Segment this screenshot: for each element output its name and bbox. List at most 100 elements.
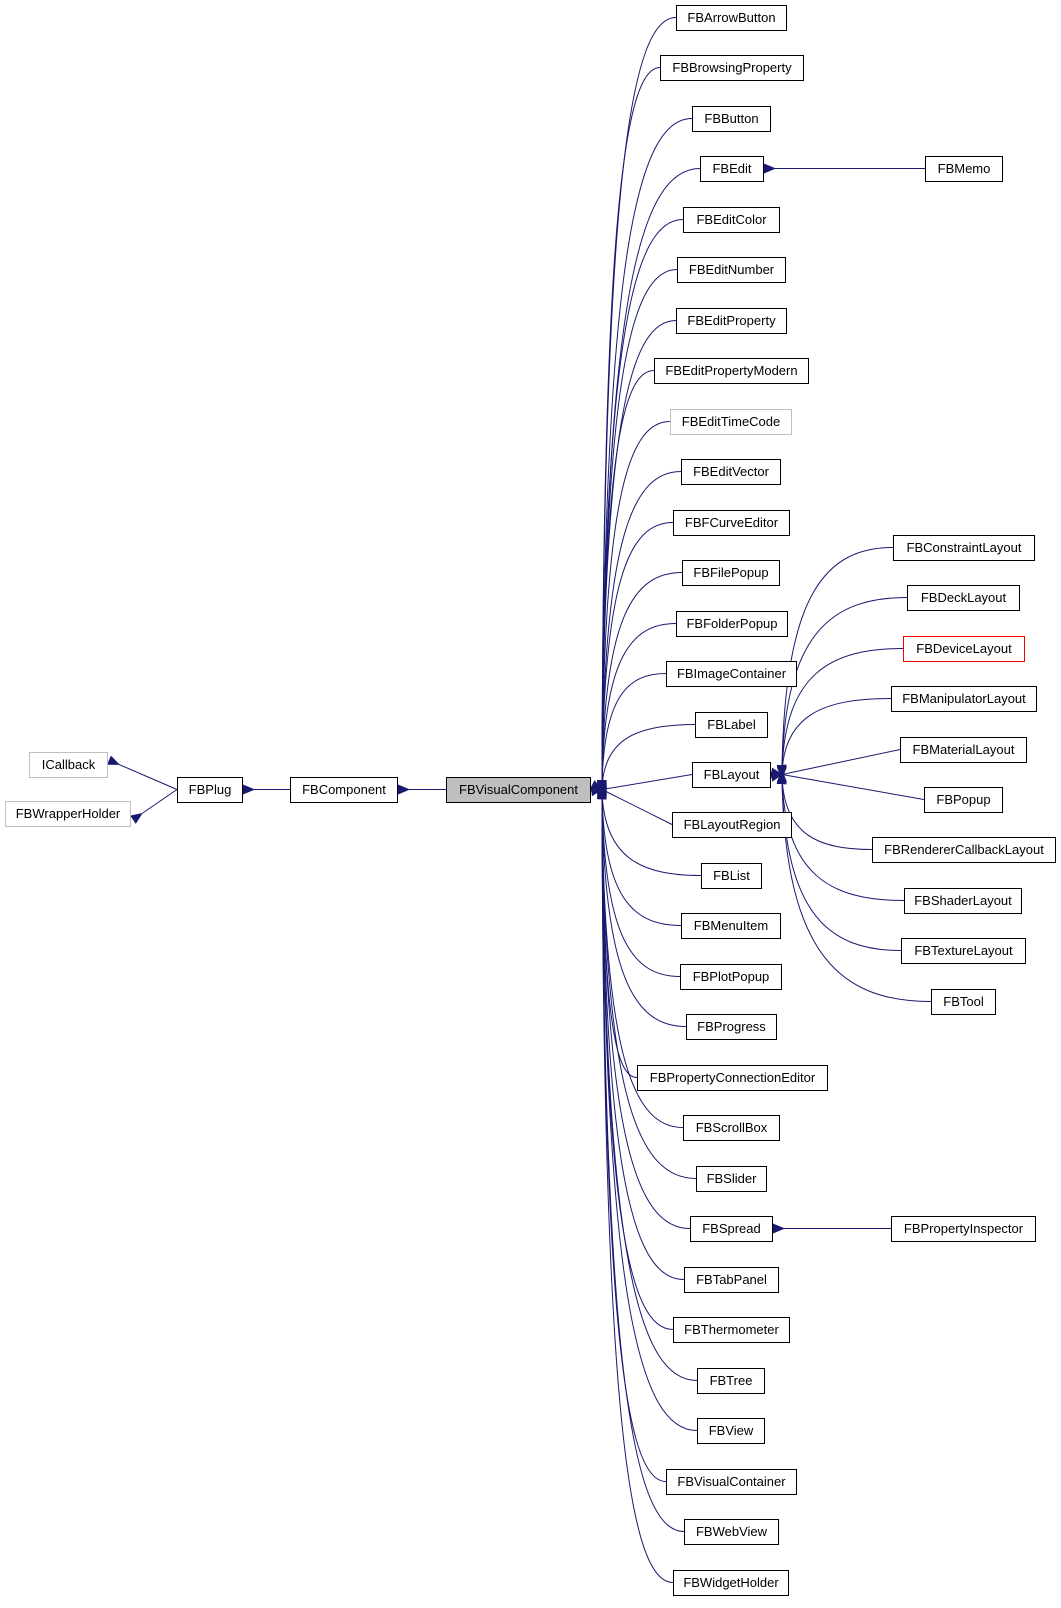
node-fbarrowbutton[interactable]: FBArrowButton [676, 5, 787, 31]
node-fblayout[interactable]: FBLayout [692, 762, 771, 788]
node-fbmemo[interactable]: FBMemo [925, 156, 1003, 182]
node-fbscrollbox[interactable]: FBScrollBox [683, 1115, 780, 1141]
node-fbcomponent[interactable]: FBComponent [290, 777, 398, 803]
node-fblabel[interactable]: FBLabel [695, 712, 768, 738]
node-fbtabpanel[interactable]: FBTabPanel [684, 1267, 779, 1293]
node-label-fbfolderpopup: FBFolderPopup [686, 616, 777, 631]
edge-fbimagecontainer-to-fbvisualcomponent [596, 673, 667, 799]
node-icallback[interactable]: ICallback [29, 752, 108, 778]
node-fbtree[interactable]: FBTree [697, 1368, 765, 1394]
node-fblayoutregion[interactable]: FBLayoutRegion [672, 812, 792, 838]
node-fbwebview[interactable]: FBWebView [684, 1519, 779, 1545]
node-fbtexturelayout[interactable]: FBTextureLayout [901, 938, 1026, 964]
node-fbimagecontainer[interactable]: FBImageContainer [666, 661, 797, 687]
node-fbeditpropertymodern[interactable]: FBEditPropertyModern [654, 358, 809, 384]
node-box-fbview [697, 1418, 765, 1444]
node-box-fbfcurveeditor [673, 510, 790, 536]
node-box-fbdevicelayout [903, 636, 1025, 662]
node-box-fbvisualcontainer [666, 1469, 797, 1495]
node-label-fbfcurveeditor: FBFCurveEditor [685, 515, 779, 530]
node-fbmateriallayout[interactable]: FBMaterialLayout [900, 737, 1027, 763]
node-fbeditcolor[interactable]: FBEditColor [683, 207, 780, 233]
node-fbfcurveeditor[interactable]: FBFCurveEditor [673, 510, 790, 536]
node-label-fbcomponent: FBComponent [302, 782, 386, 797]
node-box-fbmanipulatorlayout [891, 686, 1037, 712]
node-fbplug[interactable]: FBPlug [177, 777, 243, 803]
edge-fbconstraintlayout-to-fblayout [776, 547, 894, 782]
node-fbedittimecode[interactable]: FBEditTimeCode [670, 409, 792, 435]
node-fbedit[interactable]: FBEdit [700, 156, 764, 182]
node-label-fbmenuitem: FBMenuItem [694, 918, 768, 933]
node-fbspread[interactable]: FBSpread [690, 1216, 773, 1242]
edge-fbarrowbutton-to-fbvisualcomponent [596, 17, 677, 792]
node-box-fbplotpopup [680, 964, 782, 990]
node-box-fbimagecontainer [666, 661, 797, 687]
edge-fbdecklayout-to-fblayout [776, 597, 908, 783]
node-box-fbmateriallayout [900, 737, 1027, 763]
edge-fbeditpropertymodern-to-fbvisualcomponent [596, 370, 655, 794]
node-label-fbwidgetholder: FBWidgetHolder [683, 1575, 779, 1590]
node-fbtool[interactable]: FBTool [931, 989, 996, 1015]
node-label-fbvisualcomponent: FBVisualComponent [459, 782, 578, 797]
node-label-fbfilepopup: FBFilePopup [693, 565, 768, 580]
node-fbeditnumber[interactable]: FBEditNumber [677, 257, 786, 283]
node-fbeditproperty[interactable]: FBEditProperty [676, 308, 787, 334]
node-box-fbdecklayout [907, 585, 1020, 611]
node-label-fbmanipulatorlayout: FBManipulatorLayout [902, 691, 1026, 706]
node-fbprogress[interactable]: FBProgress [686, 1014, 777, 1040]
node-fbconstraintlayout[interactable]: FBConstraintLayout [893, 535, 1035, 561]
edge-fbpopup-to-fblayout [770, 767, 925, 800]
node-box-fblist [701, 863, 762, 889]
node-label-fbarrowbutton: FBArrowButton [687, 10, 775, 25]
node-fbfolderpopup[interactable]: FBFolderPopup [676, 611, 788, 637]
edge-fbspread-to-fbvisualcomponent [596, 785, 691, 1229]
node-fbdevicelayout[interactable]: FBDeviceLayout [903, 636, 1025, 662]
node-fbbutton[interactable]: FBButton [692, 106, 771, 132]
node-fbfilepopup[interactable]: FBFilePopup [682, 560, 780, 586]
node-fbwidgetholder[interactable]: FBWidgetHolder [673, 1570, 789, 1596]
node-fbdecklayout[interactable]: FBDeckLayout [907, 585, 1020, 611]
node-label-fbwrapperholder: FBWrapperHolder [16, 806, 121, 821]
node-box-fbbrowsingproperty [660, 55, 804, 81]
node-fbpopup[interactable]: FBPopup [924, 787, 1003, 813]
node-label-fbvisualcontainer: FBVisualContainer [677, 1474, 786, 1489]
node-box-fbmemo [925, 156, 1003, 182]
edge-fblayoutregion-to-fbvisualcomponent [589, 780, 673, 825]
edge-fbeditcolor-to-fbvisualcomponent [596, 219, 684, 792]
node-fbshaderlayout[interactable]: FBShaderLayout [904, 888, 1022, 914]
node-fbeditvector[interactable]: FBEditVector [681, 459, 781, 485]
node-label-fbedit: FBEdit [712, 161, 751, 176]
edge-fbtexturelayout-to-fblayout [776, 766, 902, 951]
node-box-fbshaderlayout [904, 888, 1022, 914]
node-box-fbwebview [684, 1519, 779, 1545]
node-box-fbtool [931, 989, 996, 1015]
edge-fbmanipulatorlayout-to-fblayout [776, 698, 892, 785]
node-fbmanipulatorlayout[interactable]: FBManipulatorLayout [891, 686, 1037, 712]
node-fbslider[interactable]: FBSlider [696, 1166, 767, 1192]
node-fbplotpopup[interactable]: FBPlotPopup [680, 964, 782, 990]
edge-fblayout-to-fbvisualcomponent [590, 774, 693, 797]
node-box-fblayoutregion [672, 812, 792, 838]
node-fbview[interactable]: FBView [697, 1418, 765, 1444]
node-fbthermometer[interactable]: FBThermometer [673, 1317, 790, 1343]
node-label-fbslider: FBSlider [707, 1171, 758, 1186]
node-box-fbfolderpopup [676, 611, 788, 637]
node-label-fbplotpopup: FBPlotPopup [693, 969, 770, 984]
node-fbwrapperholder[interactable]: FBWrapperHolder [5, 801, 131, 827]
edge-fbrenderercallbacklayout-to-fblayout [776, 764, 873, 850]
node-fbmenuitem[interactable]: FBMenuItem [681, 913, 781, 939]
node-label-fblist: FBList [713, 868, 750, 883]
node-fbvisualcomponent[interactable]: FBVisualComponent [446, 777, 591, 803]
node-fblist[interactable]: FBList [701, 863, 762, 889]
node-box-fbslider [696, 1166, 767, 1192]
node-label-fbwebview: FBWebView [696, 1524, 768, 1539]
node-fbpropertyconnectioneditor[interactable]: FBPropertyConnectionEditor [637, 1065, 828, 1091]
node-box-fbplug [177, 777, 243, 803]
edge-fbedittimecode-to-fbvisualcomponent [596, 421, 671, 795]
node-fbvisualcontainer[interactable]: FBVisualContainer [666, 1469, 797, 1495]
node-fbbrowsingproperty[interactable]: FBBrowsingProperty [660, 55, 804, 81]
node-label-icallback: ICallback [42, 757, 96, 772]
node-fbrenderercallbacklayout[interactable]: FBRendererCallbackLayout [872, 837, 1056, 863]
node-fbpropertyinspector[interactable]: FBPropertyInspector [891, 1216, 1036, 1242]
